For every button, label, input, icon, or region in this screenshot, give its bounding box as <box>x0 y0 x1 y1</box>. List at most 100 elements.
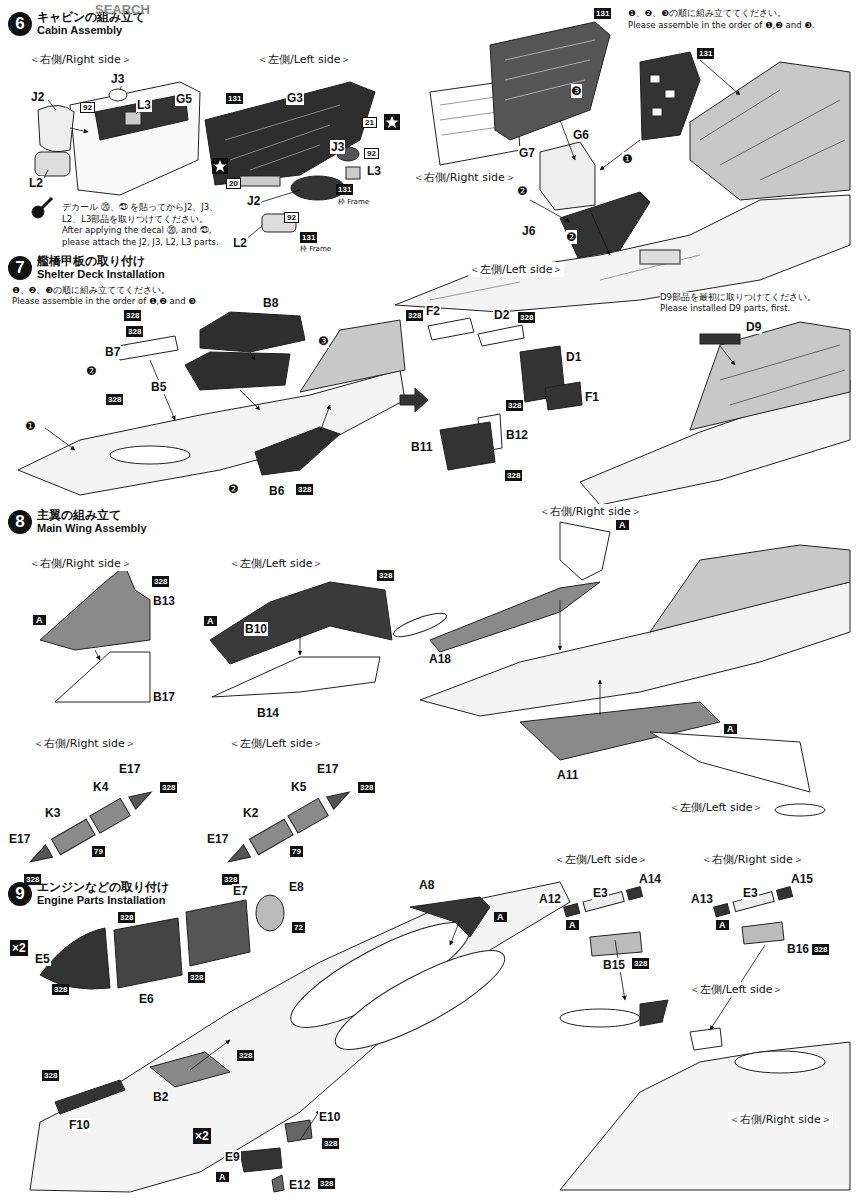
hull-parts <box>395 22 850 312</box>
leader-line <box>720 346 735 365</box>
paint-code: 328 <box>296 484 313 495</box>
side-label: ＜右側/Right side＞ <box>538 504 643 519</box>
paint-code: 328 <box>124 310 141 321</box>
part-number: L2 <box>28 176 44 190</box>
note-text: Please assemble in the order of ❶,❷ and … <box>628 20 815 30</box>
hull-parts <box>540 142 595 210</box>
engine-parts <box>256 895 284 931</box>
paint-code: 328 <box>152 576 169 587</box>
leader-line <box>95 600 600 715</box>
sprue-letter: A <box>204 616 217 626</box>
engine-parts <box>776 887 792 900</box>
wing-parts <box>327 786 353 809</box>
cabin-parts <box>346 167 360 179</box>
paint-code: 328 <box>812 944 829 955</box>
step-title-en: Main Wing Assembly <box>37 522 147 535</box>
part-number: G3 <box>286 91 304 105</box>
wing-parts <box>55 652 150 702</box>
sprue-letter: A <box>216 1172 229 1182</box>
order-number: ❷ <box>228 482 239 496</box>
step-title: 艦橋甲板の取り付けShelter Deck Installation <box>37 254 165 282</box>
frame-label: 枠 Frame <box>338 197 369 207</box>
cabin-parts <box>125 112 141 125</box>
part-number: E12 <box>288 1178 311 1192</box>
leader-line <box>560 600 561 650</box>
deck-parts <box>400 388 428 412</box>
part-number: G7 <box>518 146 536 160</box>
side-label: ＜左側/Left side＞ <box>688 982 784 997</box>
leader-line <box>45 346 735 450</box>
note-text: デカール ⑳、㉑ を貼ってからJ2、J3、L2、L3部品を取りつけてください。 <box>62 202 234 226</box>
wing-parts <box>223 783 354 870</box>
wing-parts <box>212 657 380 697</box>
paint-code: 328 <box>377 570 394 581</box>
note-text: Please assemble in the order of ❶,❷ and … <box>12 296 196 306</box>
engine-parts <box>735 1051 825 1073</box>
part-number: B13 <box>152 594 176 608</box>
sprue-letter: A <box>724 724 737 734</box>
step-title: エンジンなどの取り付けEngine Parts Installation <box>37 880 169 908</box>
wing-parts <box>560 522 610 580</box>
cabin-parts <box>38 105 74 151</box>
step-header: 7艦橋甲板の取り付けShelter Deck Installation <box>8 254 165 282</box>
side-label: ＜左側/Left side＞ <box>256 52 352 67</box>
leader-line <box>150 360 175 420</box>
wing-parts <box>129 786 155 809</box>
cabin-parts <box>70 82 200 195</box>
engine-parts <box>560 1009 640 1027</box>
part-number: B5 <box>150 380 167 394</box>
leader-line <box>600 140 640 170</box>
part-number: J3 <box>110 72 125 86</box>
part-number: B10 <box>244 622 268 636</box>
deck-parts <box>255 427 340 475</box>
note-text: Please installed D9 parts, first. <box>660 303 790 313</box>
frame-label: 枠 Frame <box>300 244 331 254</box>
step-number: 6 <box>8 12 32 36</box>
part-number: E10 <box>318 1110 341 1124</box>
paint-code: 328 <box>406 310 423 321</box>
part-number: G6 <box>572 128 590 142</box>
paint-code: 328 <box>42 1070 59 1081</box>
step-title-jp: エンジンなどの取り付け <box>37 880 169 894</box>
part-number: E9 <box>224 1150 241 1164</box>
wing-parts <box>25 783 156 870</box>
paint-code: 328 <box>505 470 522 481</box>
wing-parts <box>430 582 600 652</box>
hull-parts <box>665 90 675 98</box>
step-number: 8 <box>8 510 32 534</box>
part-number: E7 <box>232 884 249 898</box>
engine-parts <box>640 1000 668 1026</box>
part-number: K3 <box>44 806 61 820</box>
paint-code: 131 <box>697 48 714 59</box>
hull-parts <box>505 40 595 100</box>
deck-parts <box>200 312 305 352</box>
deck-parts <box>690 322 850 430</box>
order-number: ❶ <box>622 152 633 166</box>
side-label: ＜右側/Right side＞ <box>700 852 805 867</box>
step-number: 9 <box>8 882 32 906</box>
part-number: B12 <box>505 428 529 442</box>
quantity-mark: ×2 <box>193 1128 211 1144</box>
step-title-en: Shelter Deck Installation <box>37 268 165 281</box>
engine-parts <box>30 882 570 1192</box>
step-title-en: Engine Parts Installation <box>37 894 169 907</box>
sprue-letter: A <box>566 920 579 930</box>
cabin-parts <box>42 198 52 208</box>
side-label: ＜左側/Left side＞ <box>553 852 649 867</box>
paint-code: 131 <box>300 232 317 243</box>
hull-parts <box>690 62 850 200</box>
leader-line <box>48 100 56 110</box>
deck-parts <box>118 336 178 360</box>
part-number: E3 <box>742 886 759 900</box>
part-number: E17 <box>206 832 229 846</box>
part-number: E8 <box>288 880 305 894</box>
cabin-parts <box>35 152 70 176</box>
part-number: B16 <box>786 942 810 956</box>
engine-parts <box>714 887 793 917</box>
wing-parts <box>288 798 328 833</box>
wing-parts <box>25 522 850 871</box>
step-number: 7 <box>8 256 32 280</box>
part-number: L2 <box>232 236 248 250</box>
engine-parts <box>742 922 784 944</box>
step-title-en: Cabin Assembly <box>37 24 145 37</box>
